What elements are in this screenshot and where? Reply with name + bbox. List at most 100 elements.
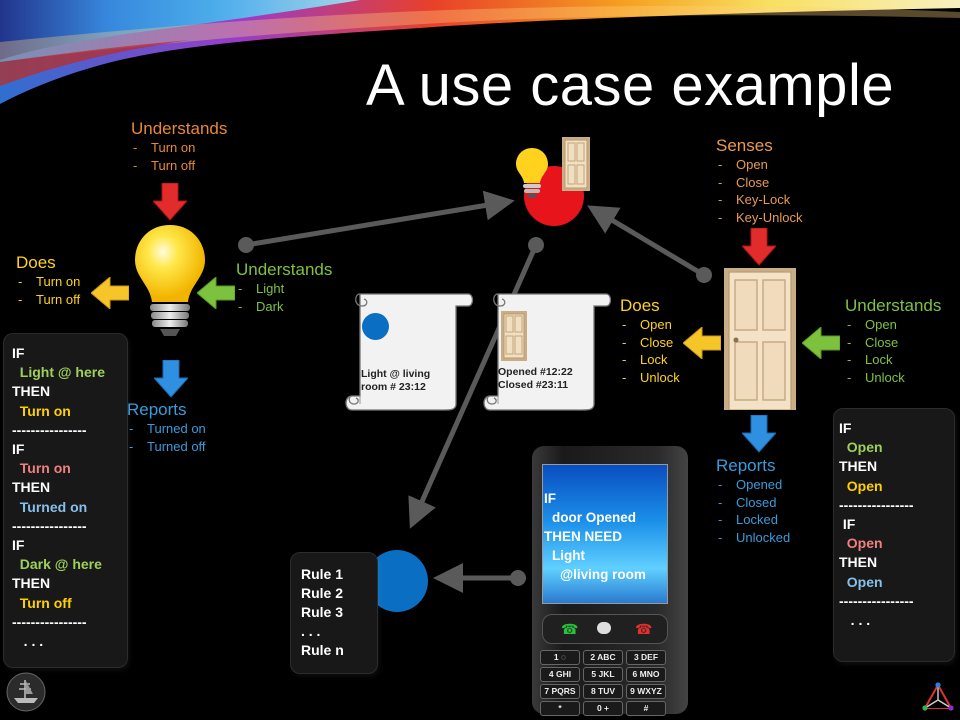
light-log-line1: Light @ living <box>361 368 431 380</box>
call-icon[interactable]: ☎ <box>561 621 579 637</box>
list-item: Closed <box>716 494 790 512</box>
bulb-understands-group: Understands Turn on Turn off <box>131 119 227 174</box>
keypad-key[interactable]: 2 ABC <box>583 650 623 665</box>
keypad-key[interactable]: 4 GHI <box>540 667 580 682</box>
keypad-row: *0 +# <box>540 701 666 716</box>
phone-screen-line: Light <box>552 548 585 563</box>
keypad-key[interactable]: 7 PQRS <box>540 684 580 699</box>
bulb-connector-dot <box>238 237 254 253</box>
list-item: Dark <box>236 298 332 316</box>
hub-door-icon <box>562 137 590 191</box>
rule-line: Dark @ here <box>12 556 102 573</box>
phone-connector-dot <box>510 570 526 586</box>
phone-screen-line: door Opened <box>552 510 636 525</box>
bulb-to-hub-arrow <box>245 190 515 248</box>
door-log-scroll-icon <box>483 293 612 411</box>
keypad-key[interactable]: 3 DEF <box>626 650 666 665</box>
ship-logo-icon <box>6 672 46 712</box>
list-item: Turn off <box>131 157 227 175</box>
rule-line: THEN <box>839 458 878 475</box>
door-senses-heading: Senses <box>716 136 773 155</box>
bulb-understands-right-list: Light Dark <box>236 280 332 315</box>
door-icon <box>724 268 796 410</box>
slide-title: A use case example <box>366 53 895 118</box>
keypad-key[interactable]: 5 JKL <box>583 667 623 682</box>
list-item: Turn off <box>16 291 80 309</box>
menu-select-icon[interactable] <box>597 622 611 634</box>
rule-line: Open <box>839 573 883 590</box>
list-item: Lock <box>620 351 680 369</box>
keypad-key[interactable]: 9 WXYZ <box>626 684 666 699</box>
keypad-key[interactable]: 1 ◌ <box>540 650 580 665</box>
list-item: Close <box>845 334 941 352</box>
rule-line: IF <box>12 441 25 458</box>
door-senses-list: Open Close Key-Lock Key-Unlock <box>716 156 802 226</box>
hangup-icon[interactable]: ☎ <box>635 621 653 637</box>
list-item: Lock <box>845 351 941 369</box>
bulb-does-group: Does Turn on Turn off <box>16 253 80 308</box>
door-log-line2: Closed #23:11 <box>498 379 569 391</box>
door-does-group: Does Open Close Lock Unlock <box>620 296 680 386</box>
keypad-key[interactable]: 0 + <box>583 701 623 716</box>
door-understands-list: Open Close Lock Unlock <box>845 316 941 386</box>
hub-connector-dot <box>528 237 544 253</box>
keypad-key[interactable]: * <box>540 701 580 716</box>
rule-entry: Rule n <box>301 642 344 658</box>
list-item: Key-Lock <box>716 191 802 209</box>
rule-entry: Rule 2 <box>301 585 344 601</box>
list-item: Unlock <box>845 369 941 387</box>
list-item: Turned off <box>127 438 206 456</box>
list-item: Close <box>716 174 802 192</box>
bulb-reports-list: Turned on Turned off <box>127 420 206 455</box>
green-left-arrow-icon <box>802 327 840 359</box>
hub-bulb-icon <box>516 148 548 198</box>
rule-line: ---------------- <box>839 592 914 609</box>
rule-line: . . . <box>12 633 44 650</box>
bulb-reports-group: Reports Turned on Turned off <box>127 400 206 455</box>
keypad-key[interactable]: 8 TUV <box>583 684 623 699</box>
list-item: Open <box>845 316 941 334</box>
rule-line: Open <box>839 477 883 494</box>
bulb-understands-heading: Understands <box>131 119 228 138</box>
red-down-arrow-icon <box>153 183 187 221</box>
rule-line: IF <box>839 420 852 436</box>
blue-down-arrow-icon <box>742 415 776 453</box>
rule-line: ---------------- <box>839 496 914 513</box>
hub-to-rules-arrow <box>408 243 539 529</box>
rule-line: ---------------- <box>12 421 87 438</box>
door-does-list: Open Close Lock Unlock <box>620 316 680 386</box>
rule-line: ---------------- <box>12 517 87 534</box>
keypad-key[interactable]: # <box>626 701 666 716</box>
keypad-key[interactable]: 6 MNO <box>626 667 666 682</box>
rule-line: THEN <box>12 479 51 496</box>
triangle-logo-icon <box>922 682 954 711</box>
rule-line: IF <box>839 516 856 533</box>
light-bulb-icon <box>135 225 205 336</box>
light-log-text: Light @ living room # 23:12 <box>361 368 430 394</box>
list-item: Open <box>620 316 680 334</box>
door-reports-list: Opened Closed Locked Unlocked <box>716 476 790 546</box>
red-down-arrow-icon <box>742 228 776 266</box>
rule-entry: Rule 3 <box>301 604 344 620</box>
blue-dot-icon <box>362 313 389 340</box>
door-understands-group: Understands Open Close Lock Unlock <box>845 296 941 386</box>
door-log-text: Opened #12:22 Closed #23:11 <box>498 366 573 392</box>
bulb-does-list: Turn on Turn off <box>16 273 80 308</box>
rule-line: THEN <box>12 575 51 592</box>
list-item: Unlocked <box>716 529 790 547</box>
door-log-line1: Opened #12:22 <box>498 366 573 378</box>
rule-line: IF <box>12 537 25 554</box>
phone-screen-line: THEN NEED <box>544 529 623 544</box>
list-item: Locked <box>716 511 790 529</box>
list-item: Turn on <box>131 139 227 157</box>
rule-entry: Rule 1 <box>301 566 344 582</box>
